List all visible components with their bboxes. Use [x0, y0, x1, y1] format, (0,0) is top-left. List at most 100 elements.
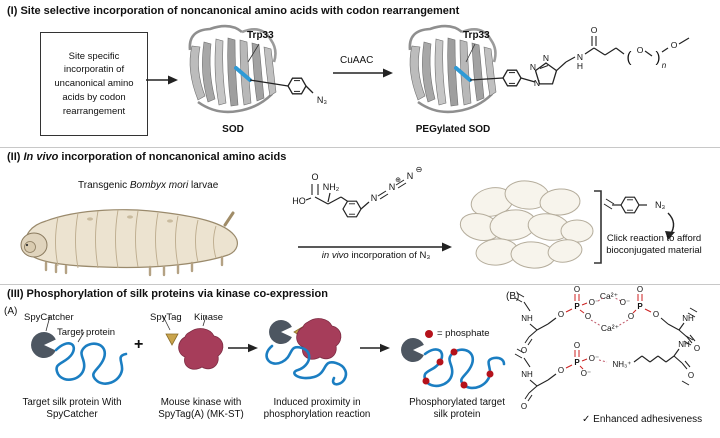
repeat-subscript: n — [662, 61, 667, 70]
in-vivo-arrow-label-rest: incorporation of N₃ — [348, 250, 431, 261]
trp33-residue-left — [234, 66, 252, 82]
arrow-phosphorylation — [360, 343, 390, 353]
spycatcher-shape — [31, 332, 56, 358]
silkworm-illustration — [20, 209, 238, 277]
arrow-in-vivo-incorporation — [298, 242, 452, 252]
phosphate-dots — [422, 348, 494, 389]
silkworm-legs — [44, 255, 224, 277]
cocoon-azide-label: N₃ — [655, 200, 665, 210]
azidophenylalanine-structure: HO O NH₂ N N ⊕ N ⊖ — [292, 165, 423, 218]
b-o-right-bottom: O — [688, 371, 694, 380]
trp33-label-right: Trp33 — [463, 30, 490, 41]
paren-open: ( — [627, 49, 632, 66]
trp33-pointer-left — [247, 43, 260, 63]
divider-2 — [0, 284, 720, 285]
triazole-n1: N — [534, 78, 540, 88]
larvae-label-suffix: larvae — [188, 180, 219, 191]
plus-sign: + — [134, 336, 144, 353]
divider-1 — [0, 147, 720, 148]
azide-label-left: N₃ — [317, 95, 327, 105]
section3-title: (III) Phosphorylation of silk proteins v… — [7, 288, 328, 300]
section2-title-prefix: (II) — [7, 151, 24, 163]
b-o-up-b: O — [574, 341, 580, 350]
b-o-right-top: O — [694, 344, 700, 353]
kinase-with-spytag-drawing — [162, 315, 224, 370]
aa-n1: N — [371, 193, 378, 203]
target-protein-squiggle — [54, 342, 128, 385]
arrow-box-to-sod — [146, 75, 178, 85]
trp33-residue-right — [454, 66, 472, 82]
paren-close: ) — [656, 49, 661, 66]
caption-mouse-kinase: Mouse kinase with SpyTag(A) (MK-ST) — [158, 397, 244, 421]
in-vivo-arrow-label-italic: in vivo — [321, 250, 349, 261]
target-protein-label: Target protein — [57, 327, 116, 338]
b-o-up-lt: O — [574, 285, 580, 294]
b-ca2: Ca²⁺ — [601, 323, 620, 333]
target-protein-with-spycatcher-drawing — [31, 315, 128, 385]
aa-n2: N — [389, 182, 396, 192]
aa-minus: ⊖ — [416, 165, 423, 174]
click-reaction-text: Click reaction to afford bioconjugated m… — [606, 233, 702, 257]
cocoons-illustration — [459, 180, 594, 269]
section2-title-suffix: incorporation of noncanonical amino acid… — [58, 151, 287, 163]
cuaac-label: CuAAC — [340, 55, 374, 66]
b-p2: P — [637, 302, 643, 311]
spytag-label: SpyTag — [150, 312, 182, 323]
b-nh-right-top: NH — [682, 314, 694, 323]
kinase-blob — [178, 328, 224, 370]
b-nh-left-top: NH — [521, 314, 533, 323]
enhanced-adhesiveness-text: ✓ Enhanced adhesiveness — [582, 414, 703, 425]
section2-art: HO O NH₂ N N ⊕ N ⊖ — [20, 165, 675, 277]
repeat-o: O — [637, 45, 644, 55]
caption-phosphorylated: Phosphorylated target silk protein — [409, 397, 505, 421]
induced-proximity-drawing — [265, 318, 348, 386]
b-o-left-top: O — [521, 346, 527, 355]
b-o-minus2-b: O⁻ — [581, 369, 591, 378]
aa-n3: N — [407, 171, 414, 181]
carbonyl-o: O — [591, 25, 598, 35]
b-o-up-rt: O — [637, 285, 643, 294]
larvae-label: Transgenic Bombyx mori larvae — [78, 180, 218, 191]
b-o-left-bottom: O — [521, 402, 527, 411]
b-nh3: NH₃⁺ — [612, 360, 631, 369]
caption-induced-proximity: Induced proximity in phosphorylation rea… — [263, 397, 371, 421]
panel-b-label: (B) — [506, 291, 520, 302]
aa-carbonyl-o: O — [311, 172, 318, 182]
phenyl-azide-left: N₃ — [249, 77, 327, 105]
section1-art: N₃ — [146, 24, 690, 114]
section3-art: NH O O P O O⁻ O Ca²⁺ P O — [31, 285, 700, 411]
section2-title-italic: In vivo — [23, 151, 59, 163]
larvae-label-species: Bombyx mori — [129, 180, 189, 191]
b-o-link-rt: O — [653, 310, 659, 319]
spycatcher-shape-complex — [269, 320, 292, 344]
caption-target-protein: Target silk protein With SpyCatcher — [22, 397, 122, 421]
b-p3: P — [574, 358, 580, 367]
b-o-minus-lt: O⁻ — [589, 298, 599, 307]
spycatcher-label: SpyCatcher — [24, 312, 74, 323]
b-nh-right-bottom: NH — [678, 340, 690, 349]
bracket-and-azide-handle: N₃ — [594, 190, 675, 264]
pegylated-sod-label: PEGylated SOD — [415, 124, 491, 135]
phenyl-triazole-peg-chain: N N N N H O ( O ) n O — [469, 25, 690, 88]
arrow-complex-formation — [228, 343, 258, 353]
panel-b-chemistry: NH O O P O O⁻ O Ca²⁺ P O — [514, 285, 700, 411]
amide-h: H — [577, 61, 583, 71]
codon-rearrangement-box-text: Site specific incorporatin of uncanonica… — [54, 50, 134, 117]
panel-a-label: (A) — [4, 306, 18, 317]
spytag-triangle — [165, 333, 179, 346]
end-o: O — [671, 40, 678, 50]
phosphorylated-protein-drawing — [401, 330, 506, 390]
kinase-label: Kinase — [194, 312, 224, 323]
kinase-blob-docked — [296, 318, 342, 360]
b-ca1: Ca²⁺ — [600, 291, 619, 301]
b-o-link-b: O — [558, 366, 564, 375]
b-o-minus-b: O⁻ — [589, 354, 599, 363]
phosphate-legend-text: = phosphate — [437, 328, 490, 339]
phosphate-legend-dot — [425, 330, 433, 338]
amide-n: N — [577, 52, 583, 62]
section1-title: (I) Site selective incorporation of nonc… — [7, 5, 460, 17]
b-nh-left-bottom: NH — [521, 370, 533, 379]
aa-plus: ⊕ — [395, 177, 401, 184]
target-protein-squiggle-complex — [265, 344, 348, 386]
